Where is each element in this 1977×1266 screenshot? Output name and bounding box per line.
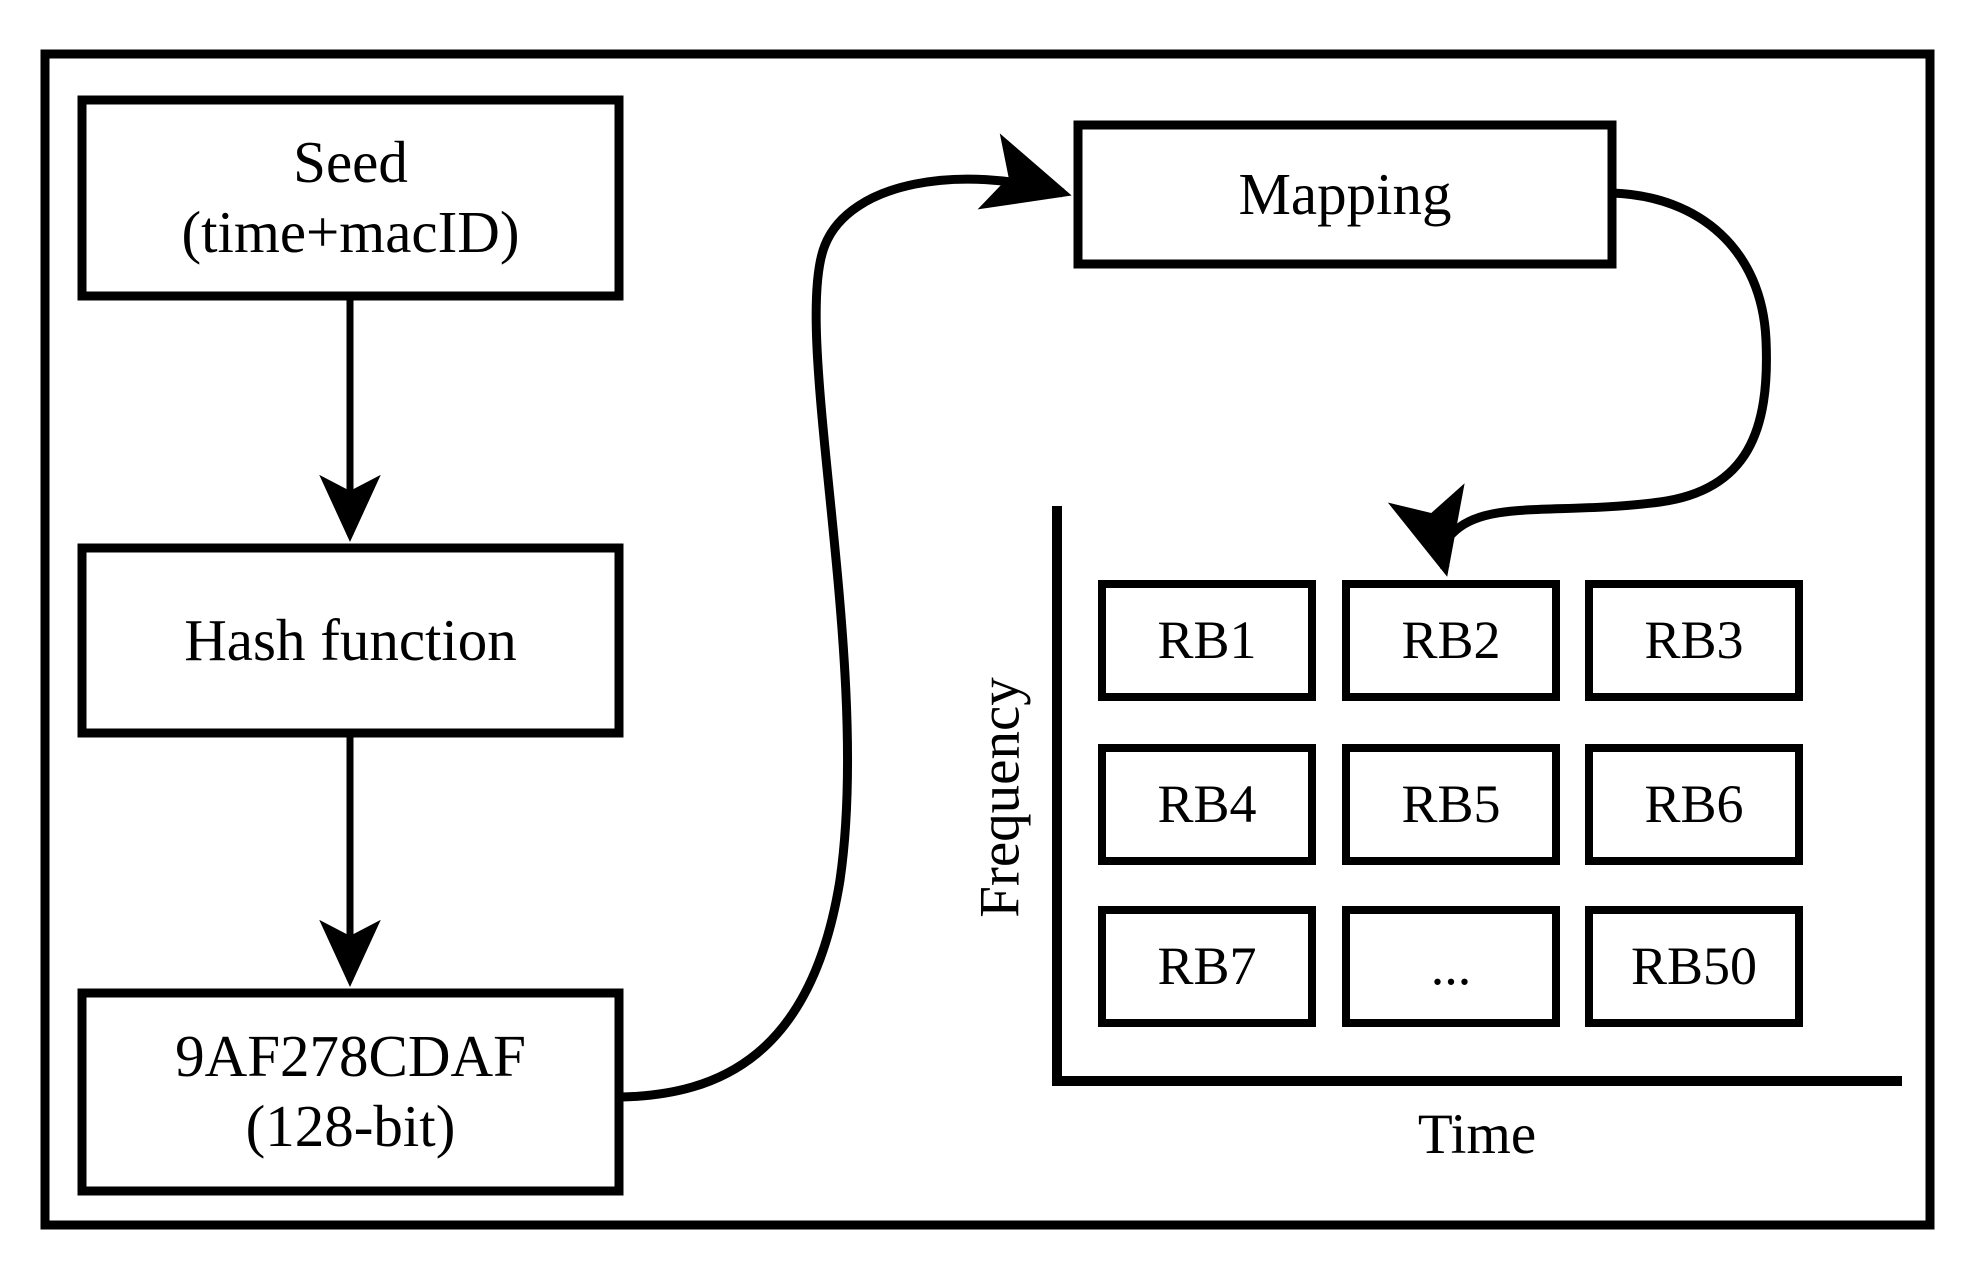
rb-cell-r0c0[interactable]	[1098, 580, 1316, 701]
rb-cell-r1c0[interactable]	[1098, 744, 1316, 865]
rb-cell-r1c2[interactable]	[1585, 744, 1803, 865]
edge-mapping-to-rb2	[1387, 188, 1771, 577]
digest-box[interactable]	[77, 988, 624, 1196]
rb-cell-r0c2[interactable]	[1585, 580, 1803, 701]
hash-function-box[interactable]	[77, 543, 624, 738]
rb-cell-r2c0[interactable]	[1098, 906, 1316, 1027]
mapping-box[interactable]	[1073, 120, 1617, 269]
rb-cell-r2c1[interactable]	[1342, 906, 1560, 1027]
edge-digest-to-mapping	[620, 133, 1072, 1102]
rb-cell-r2c2[interactable]	[1585, 906, 1803, 1027]
seed-box[interactable]	[77, 95, 624, 301]
rb-cell-r1c1[interactable]	[1342, 744, 1560, 865]
rb-cell-r0c1[interactable]	[1342, 580, 1560, 701]
